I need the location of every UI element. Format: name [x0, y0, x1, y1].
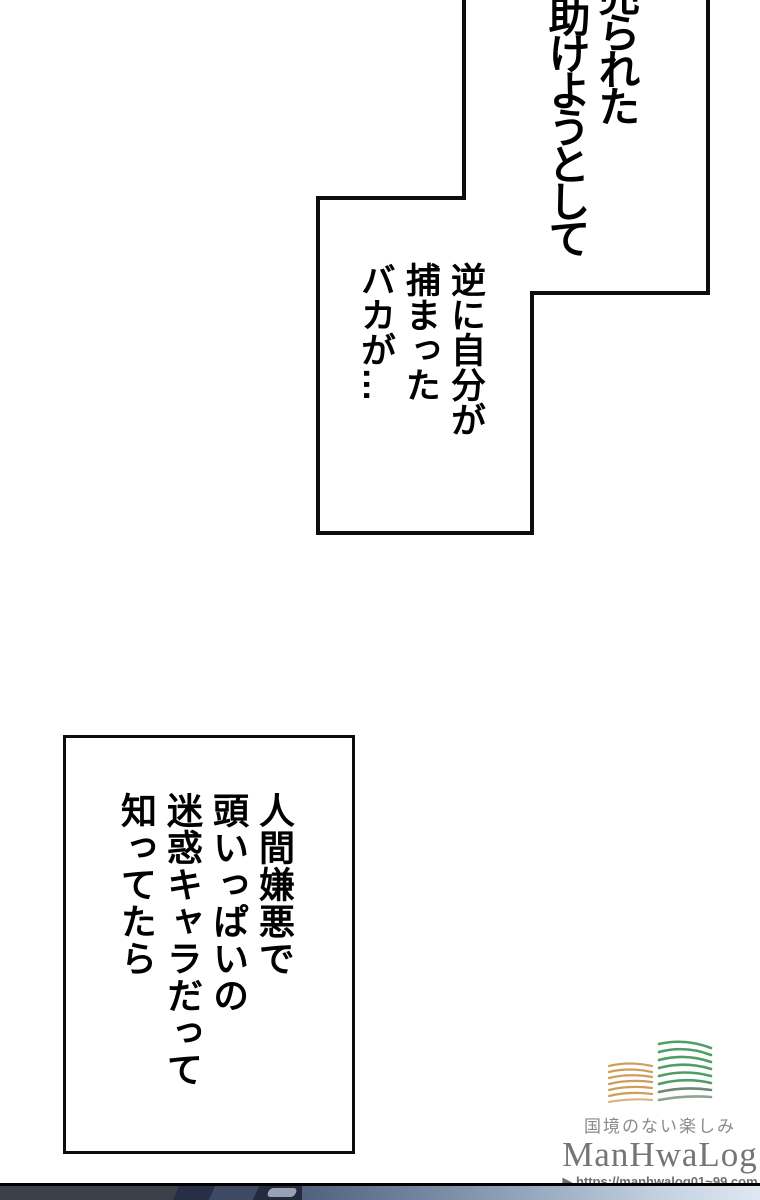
artwork-right-gradient — [302, 1186, 760, 1200]
artwork-highlight — [266, 1188, 298, 1197]
logo-brand-text: ManHwaLog — [562, 1135, 758, 1174]
speech-panel-box — [63, 735, 355, 1154]
speech-text-middle: 逆に自分が 捕まった バカが… — [356, 262, 485, 437]
page-fan-left-icon — [607, 1062, 654, 1104]
fanned-pages-logo-icon — [607, 1040, 713, 1104]
speech-text-top-left-column: 助けようとして — [543, 0, 590, 254]
speech-text-top-right-column: 売られた — [593, 0, 640, 122]
page-fan-right-icon — [657, 1040, 713, 1102]
speech-text-bottom: 人間嫌悪で 頭いっぱいの 迷惑キャラだって 知ってたら — [116, 792, 295, 1088]
manhwalog-watermark: 国境のない楽しみ ManHwaLog ▶ https://manhwalog01… — [560, 1036, 760, 1200]
logo-tagline: 国境のない楽しみ — [584, 1117, 736, 1136]
next-panel-artwork — [0, 1183, 760, 1200]
